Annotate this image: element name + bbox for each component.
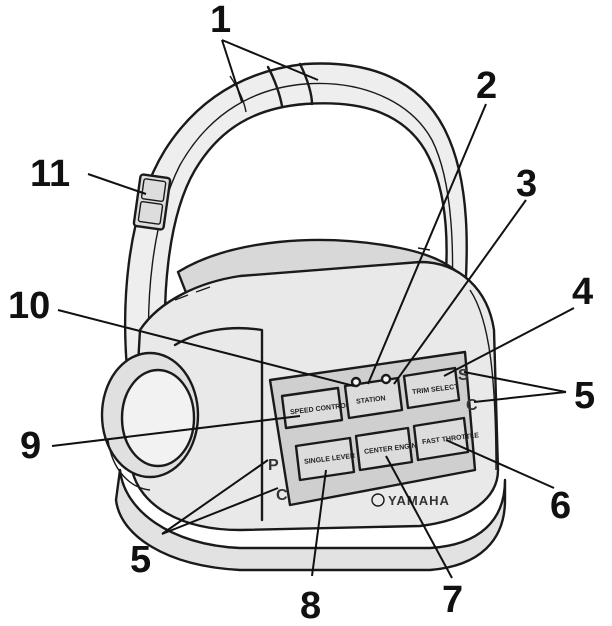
callout-2: 2 — [476, 65, 497, 107]
callout-7: 7 — [442, 579, 463, 621]
callout-4: 4 — [572, 271, 593, 313]
speed-control-button: SPEED CONTROL — [280, 386, 351, 430]
friction-knob — [100, 351, 200, 491]
callout-6: 6 — [550, 485, 571, 527]
neutral-lamp — [380, 373, 392, 385]
center-engine-button: CENTER ENGINE — [354, 426, 422, 472]
callout-5-left: 5 — [130, 539, 151, 581]
station-button: STATION — [343, 376, 404, 420]
callout-10: 10 — [8, 285, 50, 327]
brand-logo — [371, 493, 385, 507]
leader-lines — [51, 39, 575, 579]
button-panel: SPEED CONTROL STATION TRIM SELECT SINGLE… — [268, 350, 480, 508]
port-label: P — [268, 457, 279, 474]
fast-throttle-button: FAST THROTTLE — [412, 416, 480, 462]
callout-8: 8 — [300, 585, 321, 626]
callout-11: 11 — [30, 153, 70, 195]
single-lever-button: SINGLE LEVER — [294, 436, 356, 482]
svg-text:STATION: STATION — [356, 395, 386, 406]
trim-select-button: TRIM SELECT — [402, 366, 461, 410]
callout-9: 9 — [20, 425, 41, 467]
station-lamp — [350, 376, 362, 388]
trim-switch — [132, 173, 172, 231]
starboard-label: S — [458, 367, 469, 384]
port-center-label: C — [276, 487, 288, 504]
callout-5-right: 5 — [574, 375, 595, 417]
callout-1: 1 — [210, 0, 231, 41]
brand-name: YAMAHA — [388, 493, 450, 508]
callout-numbers: 1 2 3 4 5 6 7 8 9 10 11 5 — [8, 0, 595, 626]
callout-3: 3 — [516, 163, 537, 205]
starboard-center-label: C — [466, 397, 478, 414]
